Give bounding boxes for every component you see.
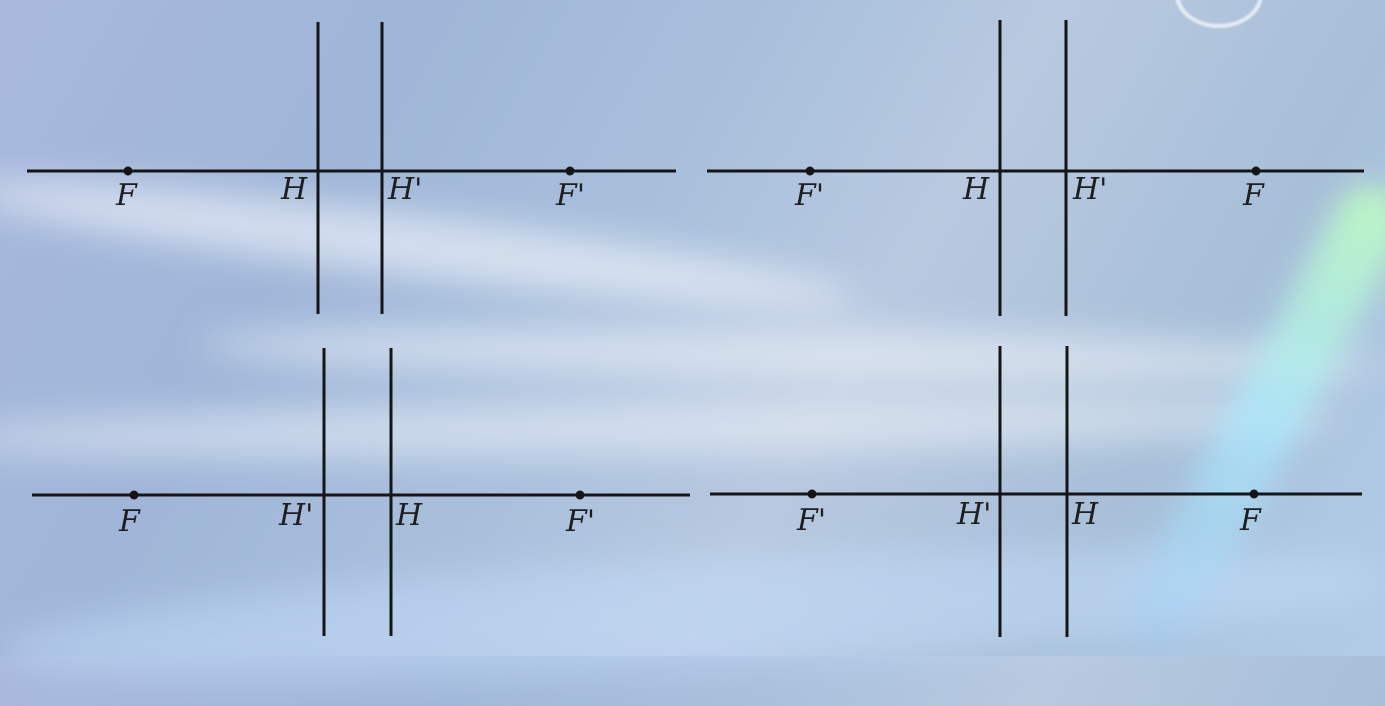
label-left-plane: H' [956,497,991,532]
label-left-plane: H [962,172,990,207]
label-right-focus: F' [565,504,595,539]
diagram-3: F H' H F' [32,348,690,636]
label-left-plane: H' [278,498,313,533]
label-right-plane: H' [1072,172,1107,207]
focal-point-left [805,166,815,176]
optics-diagrams: F H H' F' F' H H' F F H' H F' F' H' H [27,20,1364,637]
label-right-plane: H [1071,497,1099,532]
focal-point-right [575,490,585,500]
label-right-plane: H' [387,172,422,207]
label-right-focus: F [1239,503,1262,538]
focal-point-left [807,489,817,499]
label-right-focus: F [1242,178,1265,213]
label-left-plane: H [280,172,308,207]
label-right-focus: F' [555,178,585,213]
label-left-focus: F' [794,178,824,213]
label-left-focus: F' [796,503,826,538]
label-right-plane: H [395,498,423,533]
label-left-focus: F [118,504,141,539]
label-left-focus: F [115,178,138,213]
focal-point-left [123,166,133,176]
focal-point-left [129,490,139,500]
diagram-1: F H H' F' [27,22,676,314]
diagram-4: F' H' H F [710,346,1362,637]
focal-point-right [1249,489,1259,499]
diagram-2: F' H H' F [707,20,1364,316]
focal-point-right [1251,166,1261,176]
focal-point-right [565,166,575,176]
